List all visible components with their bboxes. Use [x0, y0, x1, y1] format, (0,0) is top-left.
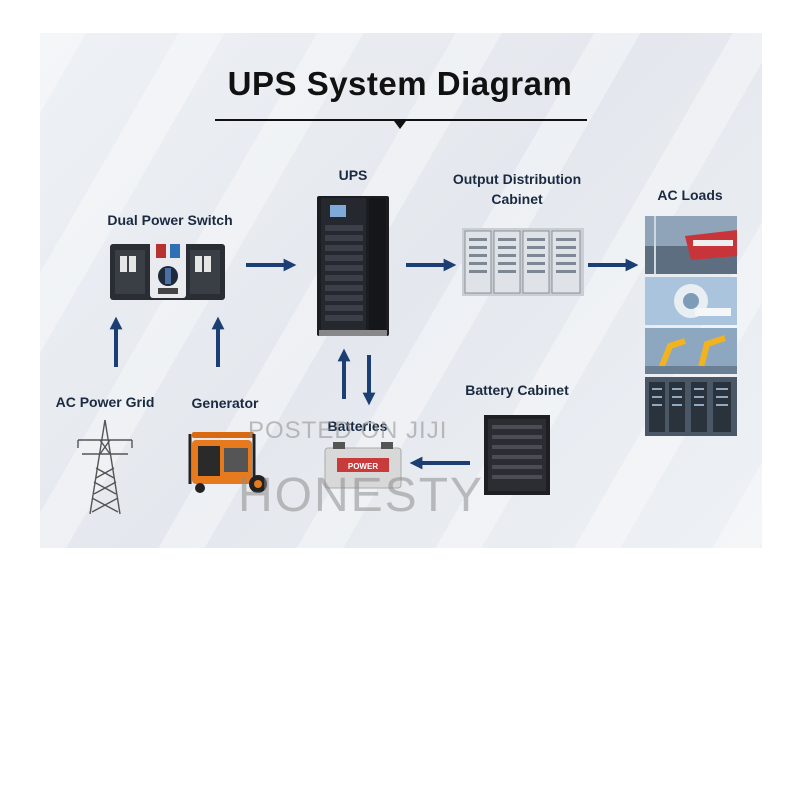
- label-ups: UPS: [338, 167, 368, 183]
- watermark-posted: POSTED ON JIJI: [248, 417, 448, 444]
- ac-loads-images: [645, 216, 737, 436]
- robot-arms-image: [645, 328, 737, 374]
- diagram-title: UPS System Diagram: [227, 65, 573, 102]
- dual-power-switch-image: [110, 236, 225, 300]
- battery-image: POWER: [324, 442, 402, 489]
- label-output-distribution-cabinet: Output Distribution Cabinet: [452, 171, 582, 207]
- battery-brand-text: POWER: [348, 462, 378, 471]
- ups-image: [317, 196, 389, 336]
- server-racks-image: [645, 377, 737, 436]
- title-underline: [215, 119, 587, 121]
- title-underline-pointer: [394, 121, 406, 129]
- flow-arrows: [109, 258, 639, 470]
- label-ac-loads: AC Loads: [657, 187, 723, 203]
- watermark-honesty: HONESTY: [238, 469, 485, 522]
- label-dual-power-switch: Dual Power Switch: [107, 212, 233, 228]
- diagram-panel: UPS System Diagram Dual Power Switch UPS…: [40, 33, 762, 548]
- railway-station-image: [645, 216, 737, 274]
- medical-scanner-image: [645, 277, 737, 325]
- label-ac-power-grid: AC Power Grid: [55, 394, 155, 410]
- label-batteries: Batteries: [327, 418, 388, 434]
- label-generator: Generator: [191, 395, 259, 411]
- generator-image: [188, 432, 267, 493]
- label-battery-cabinet: Battery Cabinet: [465, 382, 569, 398]
- battery-cabinet-image: [484, 415, 550, 495]
- power-tower-image: [77, 419, 133, 515]
- output-distribution-cabinet-image: [462, 228, 584, 296]
